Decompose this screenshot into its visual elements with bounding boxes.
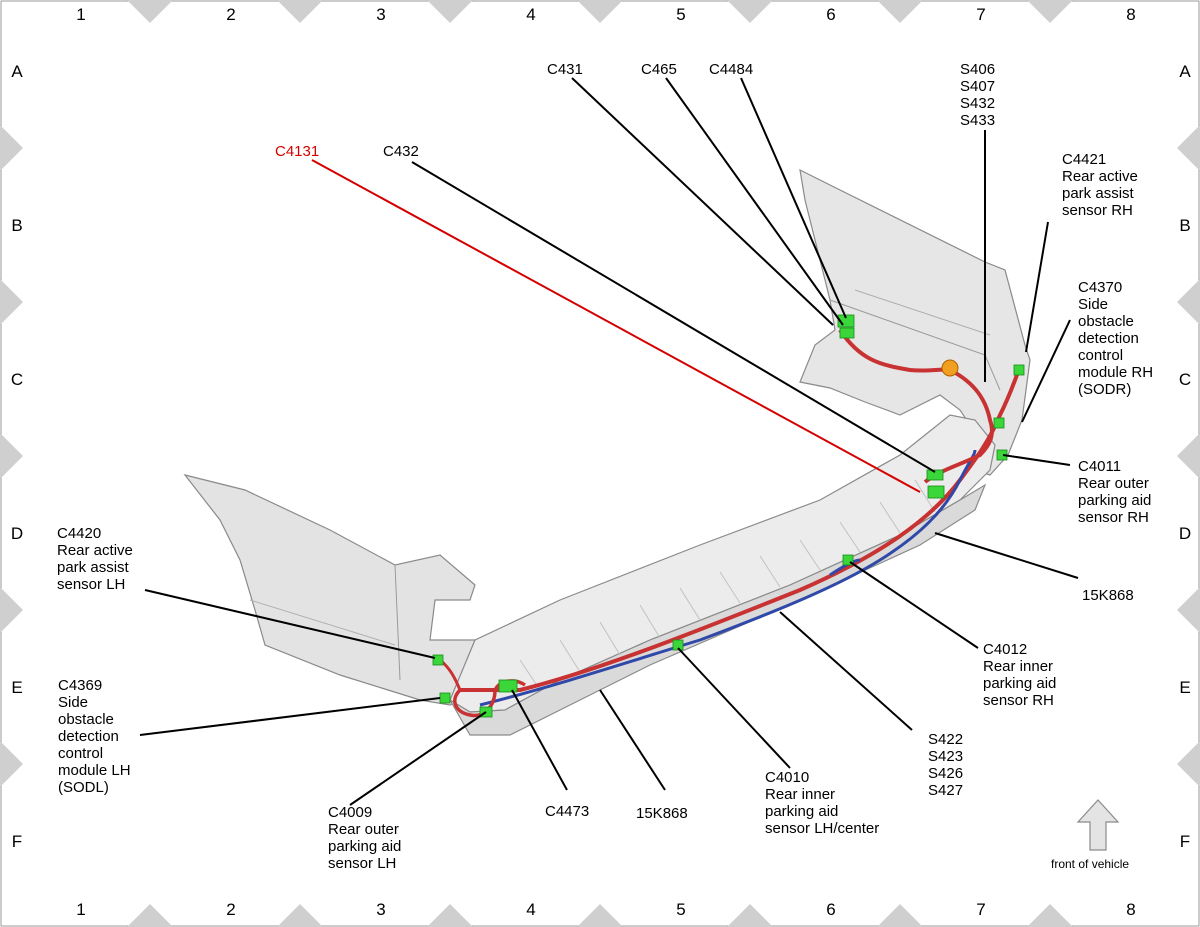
grid-row-label: E: [11, 678, 22, 697]
grid-row-label: B: [1179, 216, 1190, 235]
grid-row-label: A: [11, 62, 23, 81]
front-of-vehicle-indicator: front of vehicle: [1051, 799, 1129, 871]
label-c4473: C4473: [545, 803, 589, 820]
grid-rows-left: A B C D E F: [11, 62, 23, 851]
grid-column-label: 5: [676, 900, 685, 919]
grid-column-label: 8: [1126, 5, 1135, 24]
splice-marker: [941, 359, 959, 377]
grid-row-label: C: [1179, 370, 1191, 389]
leader-lines: [139, 77, 1079, 806]
label-c4131: C4131: [275, 143, 319, 160]
grid-column-label: 2: [226, 900, 235, 919]
grid-column-label: 3: [376, 5, 385, 24]
grid-column-label: 7: [976, 900, 985, 919]
grid-row-label: D: [11, 524, 23, 543]
grid-row-label: E: [1179, 678, 1190, 697]
grid-row-label: C: [11, 370, 23, 389]
grid-column-label: 3: [376, 900, 385, 919]
label-c4484: C4484: [709, 61, 753, 78]
label-c465: C465: [641, 61, 677, 78]
grid-column-label: 7: [976, 5, 985, 24]
grid-column-label: 5: [676, 5, 685, 24]
label-15k868-right: 15K868: [1082, 587, 1134, 604]
grid-column-label: 4: [526, 900, 535, 919]
grid-column-label: 6: [826, 900, 835, 919]
grid-rows-right: A B C D E F: [1179, 62, 1191, 851]
grid-row-label: B: [11, 216, 22, 235]
grid-row-label: D: [1179, 524, 1191, 543]
grid-row-label: F: [1180, 832, 1190, 851]
grid-row-label: A: [1179, 62, 1191, 81]
grid-column-label: 2: [226, 5, 235, 24]
label-15k868-left: 15K868: [636, 805, 688, 822]
grid-column-label: 4: [526, 5, 535, 24]
front-of-vehicle-label: front of vehicle: [1051, 857, 1129, 871]
grid-column-label: 1: [76, 900, 85, 919]
grid-columns-top: 1 2 3 4 5 6 7 8: [76, 5, 1135, 24]
grid-column-label: 6: [826, 5, 835, 24]
label-c432: C432: [383, 143, 419, 160]
arrow-up-icon: [1076, 799, 1120, 851]
grid-column-label: 1: [76, 5, 85, 24]
label-c431: C431: [547, 61, 583, 78]
grid-columns-bottom: 1 2 3 4 5 6 7 8: [76, 900, 1135, 919]
grid-row-label: F: [12, 832, 22, 851]
grid-column-label: 8: [1126, 900, 1135, 919]
